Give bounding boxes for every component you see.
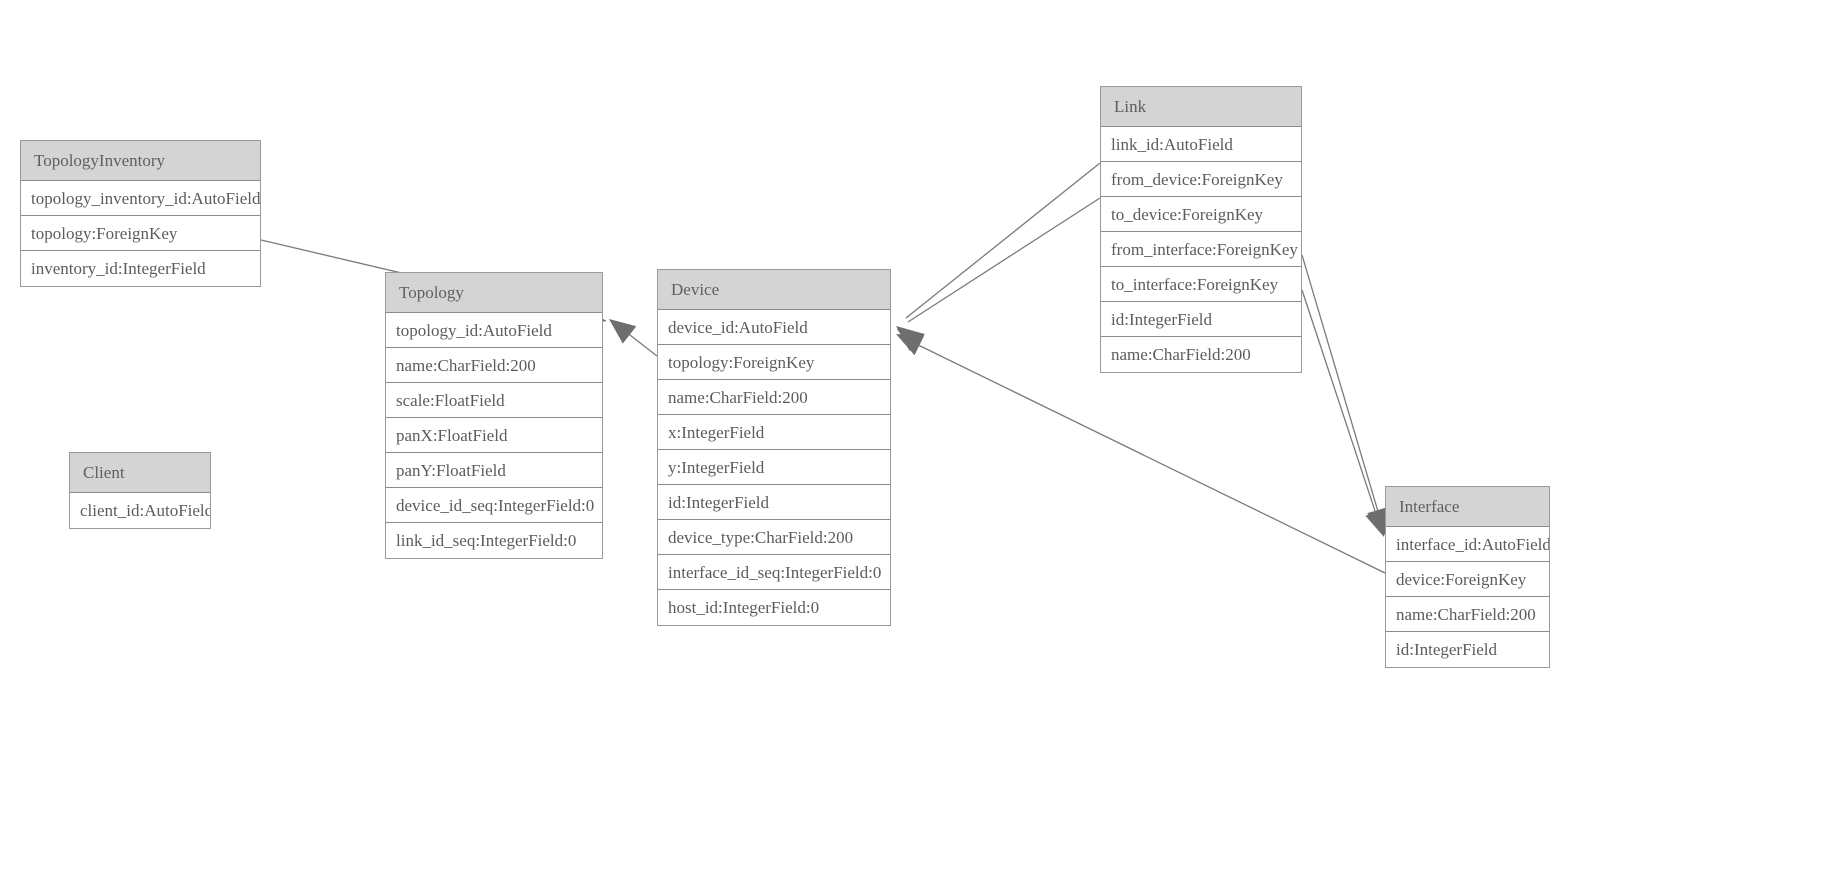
entity-field: name:CharField:200 (658, 380, 890, 415)
entity-field: name:CharField:200 (1111, 345, 1251, 364)
entity-title-topology: Topology (386, 273, 602, 313)
entity-field: panY:FloatField (386, 453, 602, 488)
entity-field: name:CharField:200 (386, 348, 602, 383)
entity-field: host_id:IntegerField:0 (668, 598, 820, 617)
entity-field: from_interface:ForeignKey (1101, 232, 1301, 267)
entity-field: from_device:ForeignKey (1101, 162, 1301, 197)
entity-field: topology_id:AutoField (386, 313, 602, 348)
entity-field: y:IntegerField (658, 450, 890, 485)
relation-rel-link-to-interface (1301, 289, 1387, 537)
entity-title-topology-inventory: TopologyInventory (21, 141, 260, 181)
entity-field: device_id:AutoField (658, 310, 890, 345)
entity-field: to_device:ForeignKey (1101, 197, 1301, 232)
relation-line (905, 162, 1101, 319)
relation-rel-link-from-interface (1301, 254, 1389, 535)
entity-field: topology:ForeignKey (21, 216, 260, 251)
entity-field: id:IntegerField (1101, 302, 1301, 337)
relation-arrowhead (896, 334, 925, 356)
entity-field: link_id_seq:IntegerField:0 (396, 531, 577, 550)
entity-client[interactable]: Client client_id:AutoField (69, 452, 211, 529)
entity-title-client: Client (70, 453, 210, 493)
entity-field: scale:FloatField (386, 383, 602, 418)
relation-arrowhead (897, 329, 925, 353)
entity-field: interface_id_seq:IntegerField:0 (658, 555, 890, 590)
relation-rel-device-topology (609, 319, 658, 357)
relation-line (907, 339, 1386, 574)
entity-field: to_interface:ForeignKey (1101, 267, 1301, 302)
relation-arrowhead (896, 326, 924, 351)
entity-field: topology_inventory_id:AutoField (21, 181, 260, 216)
relation-line (1301, 289, 1381, 527)
entity-title-device: Device (658, 270, 890, 310)
entity-field: device:ForeignKey (1386, 562, 1549, 597)
entity-field: link_id:AutoField (1101, 127, 1301, 162)
entity-field: x:IntegerField (658, 415, 890, 450)
entity-field: interface_id:AutoField (1386, 527, 1549, 562)
entity-field: panX:FloatField (386, 418, 602, 453)
entity-field: device_type:CharField:200 (658, 520, 890, 555)
entity-field: id:IntegerField (1396, 640, 1498, 659)
relation-line (1301, 254, 1383, 526)
entity-field: client_id:AutoField (80, 501, 210, 520)
relation-line (907, 197, 1101, 323)
entity-title-link: Link (1101, 87, 1301, 127)
relation-rel-link-from-device (896, 162, 1101, 351)
relation-line (616, 324, 658, 357)
relation-arrowhead (609, 319, 637, 344)
entity-field: device_id_seq:IntegerField:0 (386, 488, 602, 523)
entity-field: id:IntegerField (658, 485, 890, 520)
entity-title-interface: Interface (1386, 487, 1549, 527)
entity-field: name:CharField:200 (1386, 597, 1549, 632)
entity-field: topology:ForeignKey (658, 345, 890, 380)
entity-field: inventory_id:IntegerField (31, 259, 206, 278)
relation-rel-link-to-device (897, 197, 1101, 353)
